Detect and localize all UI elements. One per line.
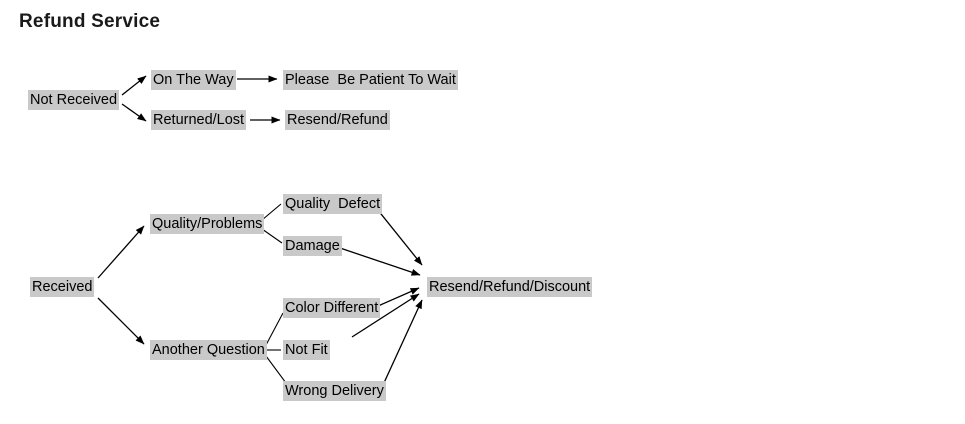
edge-color-different-to-resend-refund-discount (377, 287, 420, 307)
node-quality-problems[interactable]: Quality/Problems (150, 214, 265, 234)
node-wrong-delivery[interactable]: Wrong Delivery (283, 381, 386, 401)
edge-wrong-delivery-to-resend-refund-discount (382, 299, 423, 386)
edge-not-received-to-on-the-way (121, 75, 147, 96)
node-color-different[interactable]: Color Different (283, 298, 381, 318)
edge-not-received-to-returned-lost (121, 103, 147, 122)
node-resend-refund[interactable]: Resend/Refund (285, 110, 390, 130)
edge-another-question-to-color-different (265, 312, 284, 346)
page-title: Refund Service (19, 11, 161, 32)
edge-another-question-to-wrong-delivery (265, 355, 287, 384)
edge-quality-problems-to-damage (261, 228, 283, 244)
edge-quality-problems-to-quality-defect (261, 203, 282, 221)
node-not-received[interactable]: Not Received (28, 90, 120, 110)
node-received[interactable]: Received (30, 277, 95, 297)
node-on-the-way[interactable]: On The Way (151, 70, 236, 90)
node-quality-defect[interactable]: Quality Defect (283, 194, 383, 214)
edge-received-to-quality-problems (97, 225, 145, 279)
node-resend-refund-discount[interactable]: Resend/Refund/Discount (427, 277, 593, 297)
node-another-question[interactable]: Another Question (150, 340, 267, 360)
edge-damage-to-resend-refund-discount (339, 247, 421, 276)
node-not-fit[interactable]: Not Fit (283, 340, 330, 360)
node-returned-lost[interactable]: Returned/Lost (151, 110, 247, 130)
edge-received-to-another-question (97, 297, 145, 345)
node-damage[interactable]: Damage (283, 236, 342, 256)
node-please-be-patient-to-wait[interactable]: Please Be Patient To Wait (283, 70, 458, 90)
